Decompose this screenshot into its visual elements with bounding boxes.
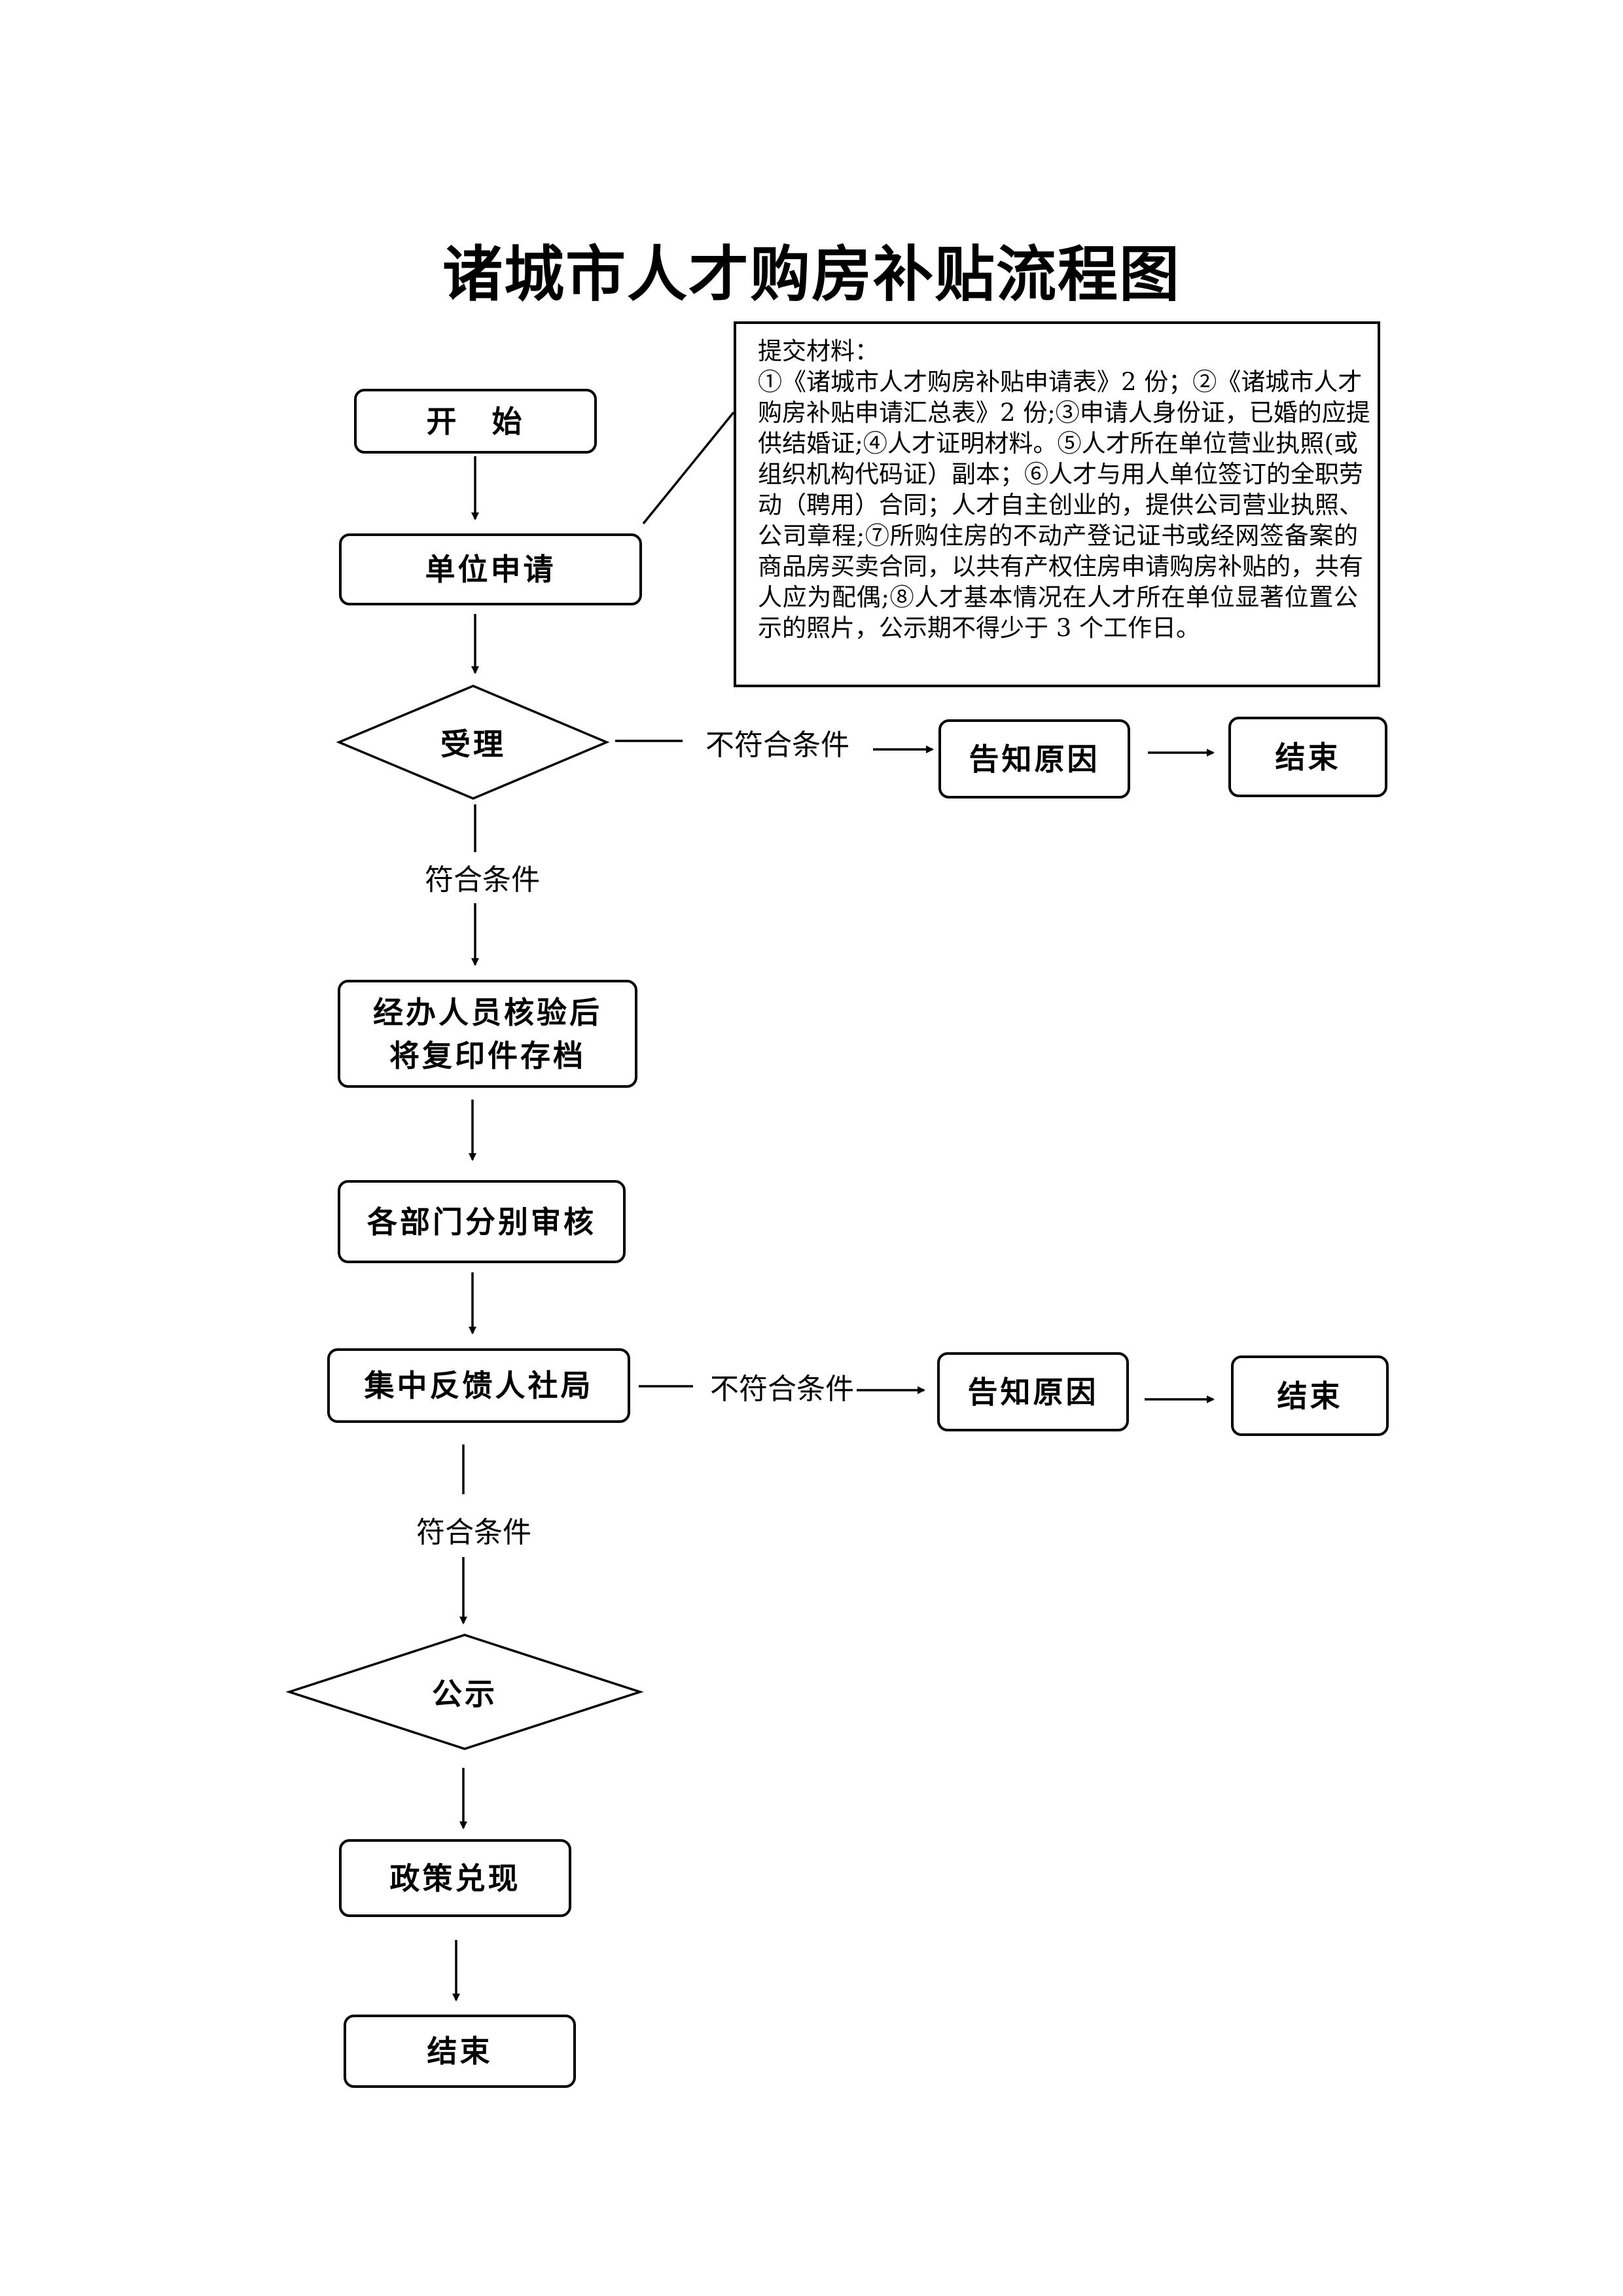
accept-diamond bbox=[336, 685, 610, 800]
note-line: 示的照片，公示期不得少于 3 个工作日。 bbox=[758, 614, 1201, 642]
publicity-label: 公示 bbox=[432, 1676, 497, 1712]
not-met-label-2: 不符合条件 bbox=[707, 1365, 857, 1407]
met-label-2: 符合条件 bbox=[414, 1509, 534, 1551]
note-line: 购房补贴申请汇总表》2 份;③申请人身份证，已婚的应提 bbox=[758, 399, 1370, 427]
note-heading: 提交材料： bbox=[758, 337, 879, 365]
start-node: 开 始 bbox=[354, 389, 597, 454]
end-node-2: 结束 bbox=[1231, 1355, 1389, 1436]
submission-materials-note: 提交材料： ①《诸城市人才购房补贴申请表》2 份；②《诸城市人才 购房补贴申请汇… bbox=[734, 321, 1380, 687]
met-label-1: 符合条件 bbox=[422, 856, 543, 898]
verify-line-1: 经办人员核验后 bbox=[373, 994, 602, 1030]
note-callout-line bbox=[642, 411, 735, 525]
feedback-node: 集中反馈人社局 bbox=[327, 1348, 630, 1423]
publicity-diamond bbox=[285, 1634, 644, 1750]
reject-reason-node-1: 告知原因 bbox=[938, 719, 1130, 798]
dept-review-node: 各部门分别审核 bbox=[338, 1180, 626, 1263]
accept-label: 受理 bbox=[440, 726, 506, 762]
note-line: ①《诸城市人才购房补贴申请表》2 份；②《诸城市人才 bbox=[758, 368, 1363, 396]
unit-apply-node: 单位申请 bbox=[339, 533, 642, 605]
not-met-label-1: 不符合条件 bbox=[703, 721, 852, 763]
end-node-1: 结束 bbox=[1228, 717, 1387, 797]
note-line: 组织机构代码证）副本；⑥人才与用人单位签订的全职劳 bbox=[758, 460, 1363, 488]
verify-line-2: 将复印件存档 bbox=[389, 1037, 586, 1073]
reject-reason-node-2: 告知原因 bbox=[937, 1352, 1129, 1431]
policy-fulfill-node: 政策兑现 bbox=[339, 1839, 571, 1917]
note-line: 动（聘用）合同；人才自主创业的，提供公司营业执照、 bbox=[758, 491, 1363, 519]
note-line: 人应为配偶;⑧人才基本情况在人才所在单位显著位置公 bbox=[758, 583, 1358, 611]
end-node-3: 结束 bbox=[344, 2015, 576, 2088]
note-line: 供结婚证;④人才证明材料。⑤人才所在单位营业执照(或 bbox=[758, 429, 1358, 457]
note-line: 商品房买卖合同，以共有产权住房申请购房补贴的，共有 bbox=[758, 552, 1363, 581]
verify-archive-node: 经办人员核验后 将复印件存档 bbox=[338, 980, 637, 1088]
page-title: 诸城市人才购房补贴流程图 bbox=[442, 239, 1181, 310]
note-line: 公司章程;⑦所购住房的不动产登记证书或经网签备案的 bbox=[758, 522, 1358, 550]
